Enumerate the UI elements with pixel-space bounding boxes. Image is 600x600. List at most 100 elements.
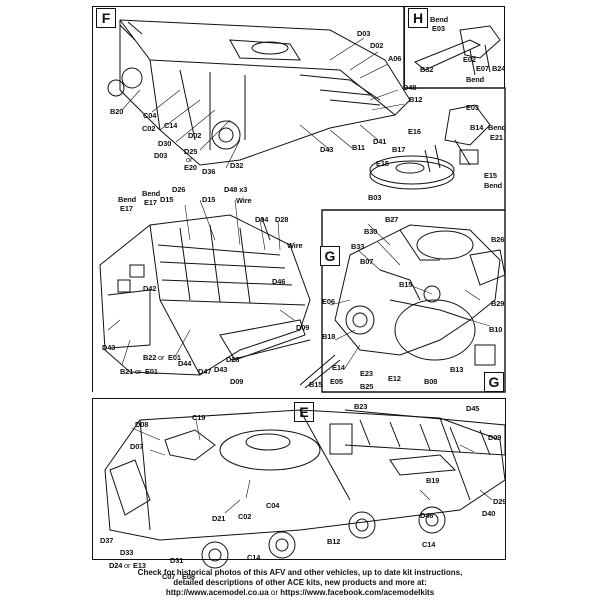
part-label-e06: E06 xyxy=(322,297,335,306)
part-label-b15: B15 xyxy=(309,380,323,389)
part-label-e07: E07 xyxy=(476,64,489,73)
part-label-e21: E21 xyxy=(490,133,503,142)
part-label-d44: D44 xyxy=(178,359,192,368)
part-label-d03: D03 xyxy=(154,151,168,160)
part-label-c02: C02 xyxy=(142,124,156,133)
part-label-b03: B03 xyxy=(368,193,382,202)
part-label-e16: E16 xyxy=(408,127,421,136)
footer-links: http://www.acemodel.co.ua or https://www… xyxy=(0,588,600,598)
part-label-b12: B12 xyxy=(409,95,423,104)
part-label-d37: D37 xyxy=(100,536,114,545)
part-label-bend: Bend xyxy=(466,75,485,84)
part-label-b23: B23 xyxy=(354,402,368,411)
part-label-b22: B22 xyxy=(143,353,157,362)
part-label-or: or xyxy=(124,561,131,570)
part-label-c04: C04 xyxy=(266,501,280,510)
part-label-b10: B10 xyxy=(489,325,503,334)
part-label-b08: B08 xyxy=(424,377,438,386)
part-label-b12: B12 xyxy=(327,537,341,546)
part-label-d26: D26 xyxy=(172,185,186,194)
facebook-link[interactable]: https://www.facebook.com/acemodelkits xyxy=(280,588,435,597)
part-label-e15: E15 xyxy=(376,159,389,168)
part-label-b33: B33 xyxy=(351,242,365,251)
part-label-bend: Bend xyxy=(118,195,137,204)
part-label-b26: B26 xyxy=(491,235,505,244)
section-h-header: H xyxy=(408,8,428,28)
part-label-e02: E02 xyxy=(463,55,476,64)
part-label-bend: Bend xyxy=(488,123,507,132)
part-label-d28: D28 xyxy=(275,215,289,224)
part-label-d09: D09 xyxy=(296,323,310,332)
part-label-c14: C14 xyxy=(247,553,261,562)
part-label-d42: D42 xyxy=(143,284,157,293)
part-label-d46: D46 xyxy=(420,511,434,520)
section-e-header: E xyxy=(294,402,314,422)
part-label-d25: D25 xyxy=(184,147,198,156)
part-label-b21: B21 xyxy=(120,367,134,376)
part-label-d36: D36 xyxy=(202,167,216,176)
part-label-d24: D24 xyxy=(109,561,123,570)
part-label-d02: D02 xyxy=(370,41,384,50)
part-label-b32: B32 xyxy=(420,65,434,74)
part-label-e01: E01 xyxy=(168,353,181,362)
part-label-d29: D29 xyxy=(493,497,507,506)
part-label-d40: D40 xyxy=(482,509,496,518)
part-label-e15: E15 xyxy=(484,171,497,180)
part-label-d07: D07 xyxy=(130,442,144,451)
part-label-wire: Wire xyxy=(236,196,252,205)
part-label-b17: B17 xyxy=(392,145,406,154)
footer-line-1: Check for historical photos of this AFV … xyxy=(137,568,463,577)
part-label-d43: D43 xyxy=(102,343,116,352)
part-label-b24: B24 xyxy=(492,64,506,73)
part-label-b11: B11 xyxy=(352,143,365,152)
part-label-c19: C19 xyxy=(192,413,206,422)
part-label-d43: D43 xyxy=(320,145,334,154)
part-label-d31: D31 xyxy=(170,556,184,565)
part-label-b19: B19 xyxy=(426,476,440,485)
part-label-d43: D43 xyxy=(214,365,228,374)
part-label-e12: E12 xyxy=(388,374,401,383)
part-label-d41: D41 xyxy=(373,137,387,146)
frame-section-f xyxy=(92,6,404,392)
footer-line-2: detailed descriptions of other ACE kits,… xyxy=(173,578,427,587)
part-label-d02: D02 xyxy=(188,131,202,140)
part-label-e03: E03 xyxy=(432,24,445,33)
part-label-b20: B20 xyxy=(110,107,124,116)
part-label-b27: B27 xyxy=(385,215,399,224)
part-label-e01: E01 xyxy=(145,367,158,376)
part-label-wire: Wire xyxy=(287,241,303,250)
part-label-d09: D09 xyxy=(230,377,244,386)
part-label-b15: B15 xyxy=(399,280,413,289)
part-label-e17: E17 xyxy=(120,204,133,213)
part-label-c02: C02 xyxy=(238,512,252,521)
part-label-a06: A06 xyxy=(388,54,402,63)
part-label-e20: E20 xyxy=(184,163,197,172)
part-label-bend: Bend xyxy=(430,15,449,24)
part-label-b14: B14 xyxy=(470,123,484,132)
part-label-e23: E23 xyxy=(360,369,373,378)
part-label-e13: E13 xyxy=(133,561,146,570)
part-label-d48-x3: D48 x3 xyxy=(224,185,248,194)
part-label-d47: D47 xyxy=(198,367,212,376)
part-label-b29: B29 xyxy=(491,299,505,308)
part-label-d03: D03 xyxy=(357,29,371,38)
part-label-bend: Bend xyxy=(484,181,503,190)
part-label-e05: E05 xyxy=(330,377,343,386)
part-label-b18: B18 xyxy=(322,332,336,341)
part-label-c14: C14 xyxy=(164,121,178,130)
part-label-e14: E14 xyxy=(332,363,345,372)
part-label-d30: D30 xyxy=(158,139,172,148)
part-label-d33: D33 xyxy=(120,548,134,557)
part-label-c04: C04 xyxy=(143,111,157,120)
part-label-d15: D15 xyxy=(160,195,174,204)
website-link[interactable]: http://www.acemodel.co.ua xyxy=(165,588,269,597)
part-label-b25: B25 xyxy=(360,382,374,391)
part-label-c07: C07 xyxy=(162,572,176,581)
frame-section-e xyxy=(92,398,506,560)
part-label-d09: D09 xyxy=(488,433,502,442)
footer-or: or xyxy=(268,588,281,597)
part-label-d48: D48 xyxy=(403,83,417,92)
part-label-e08: E08 xyxy=(182,572,195,581)
